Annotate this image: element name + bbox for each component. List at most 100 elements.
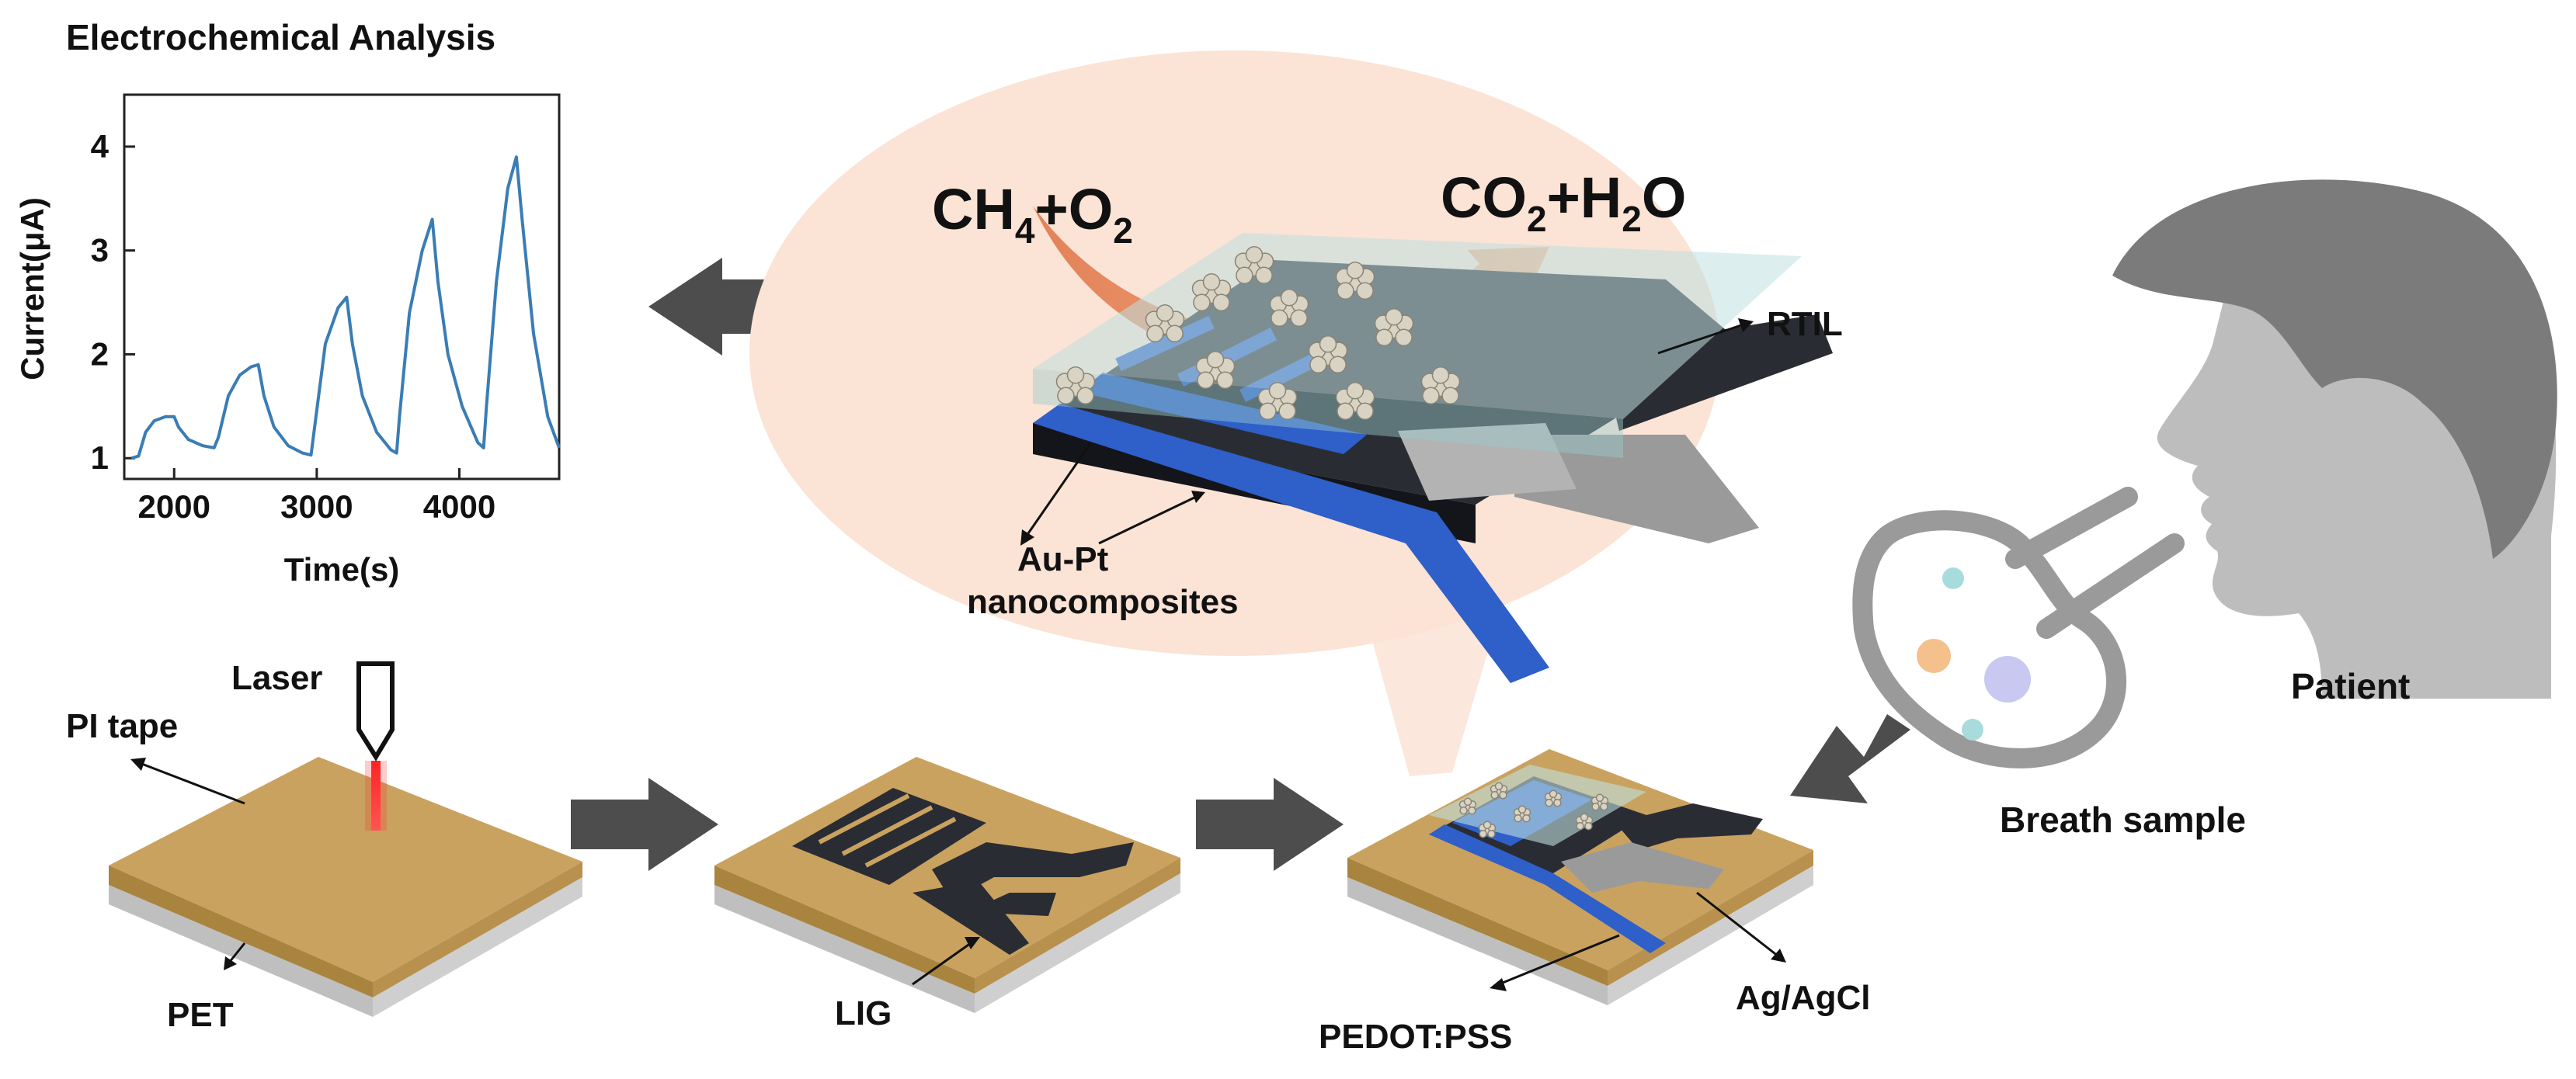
nanoparticle xyxy=(1517,805,1527,814)
nanoparticle xyxy=(1278,402,1296,421)
chip-finished-sensor xyxy=(1347,749,1813,1005)
agcl-label: Ag/AgCl xyxy=(1736,979,1871,1017)
y-tick-label: 4 xyxy=(91,128,110,165)
rtil-label: RTIL xyxy=(1767,305,1843,343)
nanoparticle xyxy=(1431,366,1450,384)
products-sub-2b: 2 xyxy=(1622,199,1642,239)
reactants-sub-4: 4 xyxy=(1015,210,1035,251)
agcl-pad xyxy=(1398,423,1577,501)
figure-title: Electrochemical Analysis xyxy=(66,17,495,57)
chip3-clusters xyxy=(1458,782,1609,838)
nanoparticle xyxy=(1156,304,1174,322)
nanoparticle xyxy=(1576,821,1584,831)
process-arrow-3 xyxy=(1790,714,1910,803)
nanoparticle xyxy=(1375,328,1393,347)
aupt-pointer-2 xyxy=(1098,495,1197,545)
nanoparticle xyxy=(1468,806,1476,815)
nanoparticle xyxy=(1487,829,1496,838)
reactants-plus-o: +O xyxy=(1034,177,1113,241)
chip-pi-tape xyxy=(109,757,582,1017)
nanoparticle xyxy=(1290,309,1308,328)
products-co: CO xyxy=(1441,165,1527,230)
nanoparticle xyxy=(1483,821,1492,830)
x-axis-label: Time(s) xyxy=(284,551,400,588)
nanoparticle xyxy=(1268,381,1287,400)
nanoparticle xyxy=(1584,821,1593,831)
lig-lead-2 xyxy=(913,881,1029,955)
chip-lig xyxy=(714,757,1180,1013)
nanoparticle xyxy=(1356,282,1374,300)
nanoparticle xyxy=(1337,282,1354,300)
plot-frame xyxy=(123,93,561,481)
agcl-pointer-head xyxy=(1771,949,1786,963)
nanoparticle xyxy=(1595,793,1604,803)
nanoparticle xyxy=(1463,797,1472,807)
nanoparticle xyxy=(1479,829,1487,838)
pedot-pointer-head xyxy=(1490,978,1507,991)
nanoparticle xyxy=(1522,814,1531,823)
nanoparticle xyxy=(1395,328,1413,347)
pedot-trace xyxy=(1033,404,1549,683)
agcl-lead xyxy=(1514,435,1759,543)
reactants-label: CH4+O2 xyxy=(932,177,1133,251)
process-arrow-1 xyxy=(571,778,718,871)
chip3-pet-front xyxy=(1347,877,1608,1005)
pedot-label: PEDOT:PSS xyxy=(1319,1018,1512,1056)
chip1-front xyxy=(109,866,373,997)
y-tick-label: 1 xyxy=(91,439,109,476)
nanoparticle xyxy=(1193,293,1211,312)
patient-hair xyxy=(2112,179,2557,559)
nanoparticle xyxy=(1329,356,1347,374)
y-axis-label: Current(μA) xyxy=(14,197,50,380)
nanoparticle xyxy=(1271,309,1288,328)
chip1-right xyxy=(373,862,582,997)
lig-fingerline-1 xyxy=(818,793,910,845)
pet-pointer xyxy=(228,942,246,963)
x-tick-label: 3000 xyxy=(280,488,353,525)
chip2-front xyxy=(714,866,975,994)
nanoparticle xyxy=(1459,806,1468,815)
patient-label: Patient xyxy=(2291,666,2410,706)
nanoparticle xyxy=(1319,335,1337,353)
lig-pointer xyxy=(912,942,972,986)
nanoparticle xyxy=(1206,350,1225,369)
pi-tape-label: PI tape xyxy=(66,707,178,745)
lig-label: LIG xyxy=(835,994,892,1032)
products-plus-h: +H xyxy=(1547,165,1622,230)
chip3-black-lead xyxy=(1615,803,1763,850)
pet-pointer-head xyxy=(224,956,237,970)
chip3-pedot-trace xyxy=(1429,824,1666,953)
nanoparticle xyxy=(1216,371,1234,390)
nanoparticle xyxy=(1545,798,1553,807)
nanoparticle xyxy=(1346,381,1364,400)
sampler-dot-teal-2 xyxy=(1962,719,1983,741)
sampler-tube-1 xyxy=(2005,487,2138,569)
nanoparticle xyxy=(1494,782,1504,791)
breath-sample-label: Breath sample xyxy=(2000,800,2246,840)
pi-tape-pointer-head xyxy=(130,758,146,771)
rtil-layer-side xyxy=(1033,369,1623,458)
chip2-pet-right xyxy=(975,873,1180,1013)
nanoparticle xyxy=(1422,387,1440,405)
reactants-ch: CH xyxy=(932,177,1015,241)
aupt-pointer-1 xyxy=(1025,442,1093,536)
lig-fingerline-3 xyxy=(864,817,957,868)
chip3-front xyxy=(1347,858,1608,986)
process-arrow-2 xyxy=(1196,778,1344,871)
au-pt-label-line2: nanocomposites xyxy=(967,583,1239,621)
sampler-tube-2 xyxy=(2036,533,2185,639)
patient-head-icon xyxy=(2112,179,2557,699)
chip3-pet-right xyxy=(1608,866,1813,1005)
nanoparticle xyxy=(1259,402,1277,421)
chip1-pet-front xyxy=(109,885,373,1017)
nanoparticle xyxy=(1245,245,1264,264)
aupt-pointer-1-head xyxy=(1020,529,1034,546)
reactants-sub-2: 2 xyxy=(1113,210,1133,251)
pedot-pointer xyxy=(1498,934,1620,986)
nanoparticle xyxy=(1600,802,1608,811)
chip1-top xyxy=(109,757,582,982)
sampler-dot-teal-1 xyxy=(1942,567,1964,589)
chip2-right xyxy=(975,858,1180,994)
